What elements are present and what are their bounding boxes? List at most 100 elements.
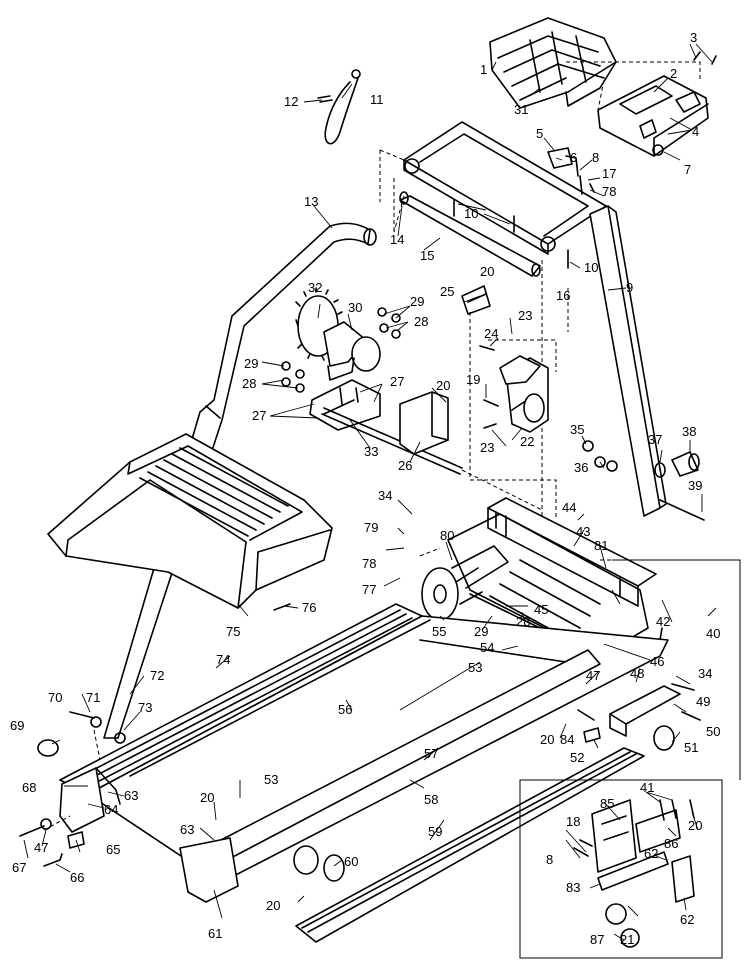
callout-48: 48 (630, 666, 644, 681)
callout-85: 85 (600, 796, 614, 811)
callout-10-b: 10 (584, 260, 598, 275)
leader-lines (23, 43, 717, 941)
callout-61: 61 (208, 926, 222, 941)
callout-19: 19 (466, 372, 480, 387)
console-cover-part (489, 17, 617, 109)
callout-33: 33 (364, 444, 378, 459)
callout-20-f: 20 (688, 818, 702, 833)
motor-mount-bracket-part (309, 379, 381, 431)
callout-34-b: 34 (698, 666, 712, 681)
step-rail-part-59 (295, 747, 645, 943)
callout-53-b: 53 (264, 772, 278, 787)
callout-41: 41 (640, 780, 654, 795)
callout-12: 12 (284, 94, 298, 109)
callout-46: 46 (650, 654, 664, 669)
callout-52: 52 (570, 750, 584, 765)
callout-34-a: 34 (378, 488, 392, 503)
callout-27-a: 27 (390, 374, 404, 389)
controller-bracket-part (461, 285, 491, 315)
callout-17: 17 (602, 166, 616, 181)
callout-37: 37 (648, 432, 662, 447)
callout-36: 36 (574, 460, 588, 475)
callout-81: 81 (594, 538, 608, 553)
callout-29-a: 29 (410, 294, 424, 309)
motor-plate-part (399, 391, 449, 455)
callout-86: 86 (664, 836, 678, 851)
callout-22: 22 (520, 434, 534, 449)
callout-11: 11 (370, 92, 384, 107)
callout-32: 32 (308, 280, 322, 295)
callout-23-b: 23 (480, 440, 494, 455)
inset-detail-frame (519, 559, 741, 959)
callout-58: 58 (424, 792, 438, 807)
bracket-part-86 (635, 799, 695, 853)
callout-66: 66 (70, 870, 84, 885)
callout-56: 56 (338, 702, 352, 717)
callout-68: 68 (22, 780, 36, 795)
bolt-part-67 (19, 825, 45, 837)
pulley-belt-part-80 (451, 545, 509, 589)
callout-78-b: 78 (602, 184, 616, 199)
console-display-part (597, 75, 709, 157)
callout-72: 72 (150, 668, 164, 683)
bracket-part-62 (671, 855, 695, 903)
callout-63-b: 63 (180, 822, 194, 837)
motor-hood-part (47, 433, 333, 609)
callout-5: 5 (536, 126, 543, 141)
safety-key-cord-part (317, 69, 361, 145)
wheel-roller-part-38 (671, 451, 700, 477)
wheel-part-51 (653, 725, 675, 751)
callout-4: 4 (692, 124, 699, 139)
rear-roller-part-60 (293, 845, 345, 882)
callout-67: 67 (12, 860, 26, 875)
callout-18: 18 (566, 814, 580, 829)
callout-83: 83 (566, 880, 580, 895)
callout-59: 59 (428, 824, 442, 839)
callout-84: 84 (560, 732, 574, 747)
control-board-part-85 (591, 799, 637, 873)
callout-49: 49 (696, 694, 710, 709)
callout-21: 21 (620, 932, 634, 947)
callout-25: 25 (440, 284, 454, 299)
upright-frame-part (399, 121, 667, 517)
callout-76: 76 (302, 600, 316, 615)
callout-labels: 1 2 3 4 5 6 7 8 8 9 10 10 11 12 13 14 15… (10, 30, 720, 947)
deck-end-cap-front-part (59, 767, 239, 903)
callout-27-b: 27 (252, 408, 266, 423)
drive-roller-part-55 (421, 567, 483, 621)
callout-47-a: 47 (586, 668, 600, 683)
callout-8: 8 (592, 150, 599, 165)
elevation-motor-part (499, 355, 549, 433)
callout-26: 26 (398, 458, 412, 473)
callout-20-c: 20 (540, 732, 554, 747)
callout-79: 79 (364, 520, 378, 535)
callout-44: 44 (562, 500, 576, 515)
callout-65: 65 (106, 842, 120, 857)
callout-9: 9 (626, 280, 633, 295)
callout-23-a: 23 (518, 308, 532, 323)
bracket-part-83 (597, 851, 669, 891)
callout-71: 71 (86, 690, 100, 705)
callout-53-a: 53 (468, 660, 482, 675)
callout-42: 42 (656, 614, 670, 629)
callout-15: 15 (420, 248, 434, 263)
drive-motor-part (295, 287, 381, 381)
callout-62-a: 62 (644, 846, 658, 861)
callout-20-b: 20 (436, 378, 450, 393)
motor-rod-part (321, 407, 463, 475)
callout-60: 60 (344, 854, 358, 869)
callout-55: 55 (432, 624, 446, 639)
callout-31: 31 (514, 102, 528, 117)
callout-29-b: 29 (244, 356, 258, 371)
callout-50: 50 (706, 724, 720, 739)
handrail-part (103, 222, 377, 739)
screw-part (693, 51, 717, 65)
callout-39: 39 (688, 478, 702, 493)
callout-54: 54 (480, 640, 494, 655)
callout-30: 30 (348, 300, 362, 315)
rear-foot-part-49 (609, 685, 681, 737)
callout-80: 80 (440, 528, 454, 543)
callout-13: 13 (304, 194, 318, 209)
callout-7: 7 (684, 162, 691, 177)
